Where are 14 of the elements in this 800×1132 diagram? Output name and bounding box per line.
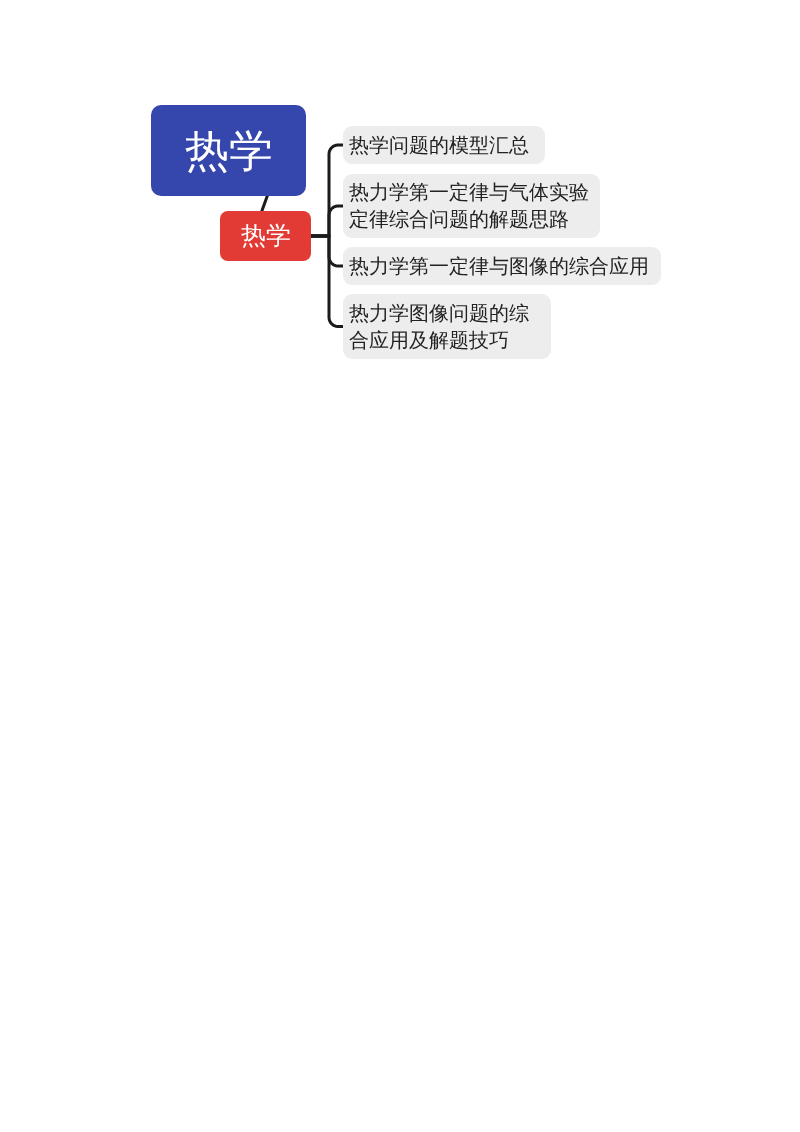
branch-box bbox=[343, 294, 551, 359]
branch-text: 热力学第一定律与气体实验定律综合问题的解题思路 bbox=[349, 179, 590, 233]
branch-box bbox=[343, 174, 600, 238]
branch-text: 热力学第一定律与图像的综合应用 bbox=[349, 252, 649, 280]
topic-title: 热学 bbox=[184, 124, 273, 177]
branch-box bbox=[343, 126, 545, 164]
topic-box bbox=[151, 105, 306, 196]
branch-text: 热力学图像问题的综合应用及解题技巧 bbox=[349, 299, 530, 354]
subtopic-title: 热学 bbox=[240, 221, 291, 251]
branch-text: 热学问题的模型汇总 bbox=[349, 131, 529, 159]
branch-box bbox=[343, 247, 661, 285]
connector-line bbox=[309, 234, 345, 328]
subtopic-box bbox=[220, 211, 311, 261]
connector-line bbox=[260, 194, 269, 213]
